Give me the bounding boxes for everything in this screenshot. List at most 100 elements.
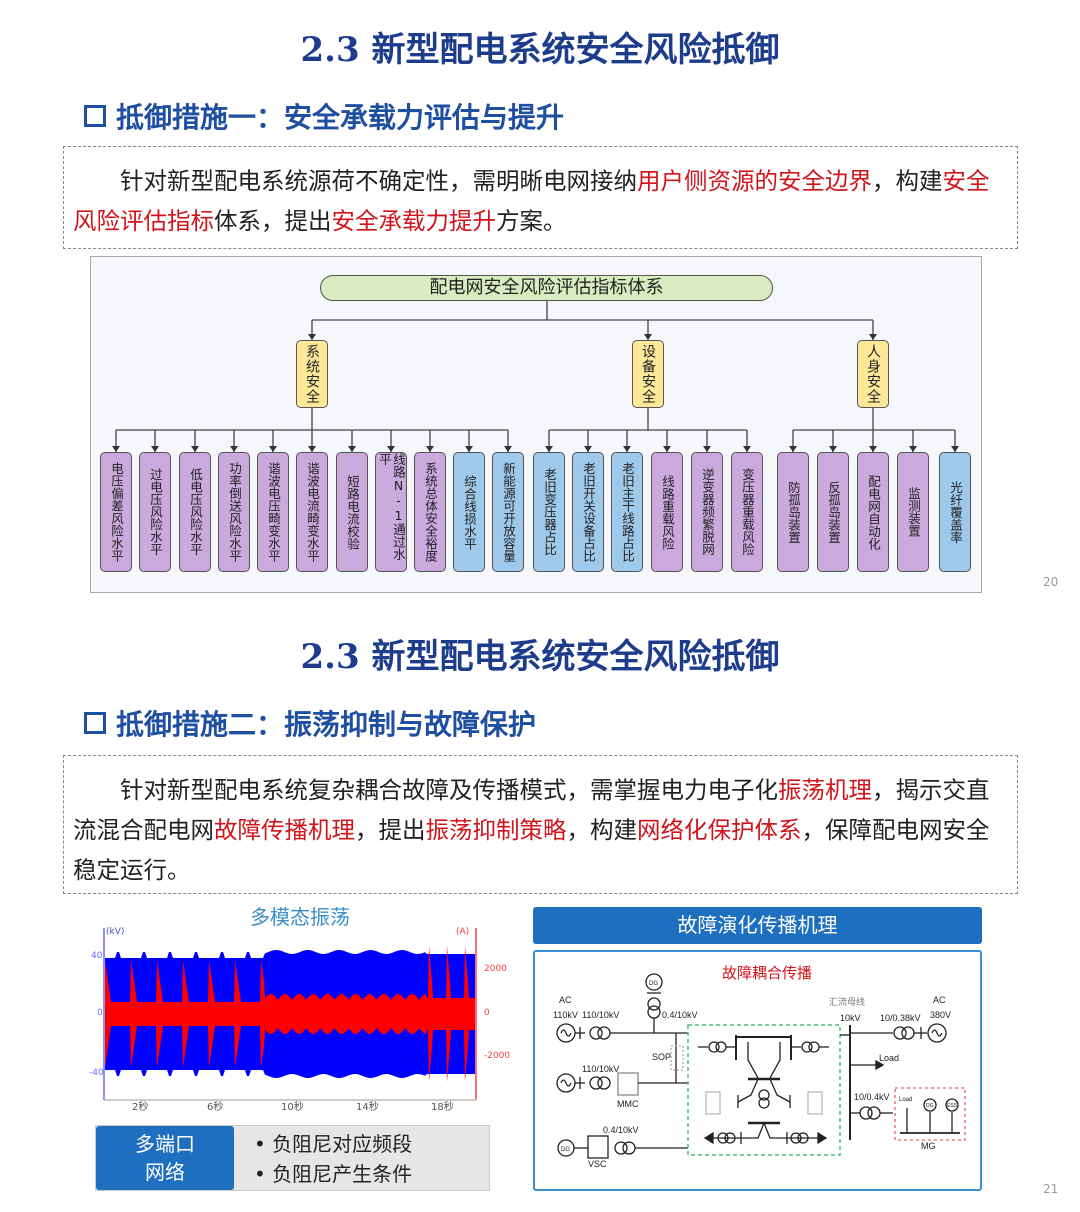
- arrow-icon: [703, 446, 711, 452]
- label: 110kV: [553, 1010, 578, 1020]
- slide1-subtitle: 抵御措施一：安全承载力评估与提升: [84, 96, 564, 136]
- indicator-node: 功率倒送风险水平: [218, 452, 250, 572]
- mmc-icon: [617, 1072, 639, 1096]
- category-node: 设备安全: [632, 340, 664, 408]
- indicator-node: 低电压风险水平: [179, 452, 211, 572]
- arrow-icon: [387, 446, 395, 452]
- waveform-title: 多模态振荡: [250, 905, 350, 929]
- arrow-icon: [869, 334, 877, 340]
- arrow-icon: [151, 446, 159, 452]
- tree-root: 配电网安全风险评估指标体系: [320, 275, 773, 301]
- arrow-icon: [584, 446, 592, 452]
- text: 针对新型配电系统源荷不确定性，需明晰电网接纳: [120, 167, 637, 195]
- indicator-node: 老旧开关设备占比: [572, 452, 604, 572]
- arrow-icon: [348, 446, 356, 452]
- arrow-icon: [644, 334, 652, 340]
- indicator-node: 谐波电压畸变水平: [257, 452, 289, 572]
- text: 体系，提出: [214, 207, 332, 235]
- label: MMC: [617, 1099, 639, 1109]
- label: 0.4/10kV: [603, 1125, 639, 1135]
- slide1-description: 针对新型配电系统源荷不确定性，需明晰电网接纳用户侧资源的安全边界，构建安全风险评…: [63, 146, 1018, 249]
- right-tick: -2000: [484, 1051, 510, 1061]
- sop-icon: [670, 1045, 684, 1071]
- indicator-node: 防孤岛装置: [777, 452, 809, 572]
- fault-propagation-diagram: 故障耦合传播 AC 110kV 110/10kV 0.4/10kV: [553, 964, 966, 1169]
- right-tick: 2000: [484, 964, 507, 974]
- indicator-node: 光纤覆盖率: [939, 452, 971, 572]
- label: SOP: [652, 1052, 671, 1062]
- label-line: 网络: [145, 1160, 185, 1184]
- indicator-node: 新能源可开放容量: [492, 452, 524, 572]
- page-number: 21: [1043, 1182, 1059, 1196]
- indicator-node: 反孤岛装置: [817, 452, 849, 572]
- category-node: 系统安全: [296, 340, 328, 408]
- indicator-node: 监测装置: [897, 452, 929, 572]
- slide2-description: 针对新型配电系统复杂耦合故障及传播模式，需掌握电力电子化振荡机理，揭示交直流混合…: [63, 755, 1018, 894]
- square-bullet-icon: [84, 105, 106, 127]
- arrow-icon: [269, 446, 277, 452]
- label: AC: [559, 995, 572, 1005]
- label: ESS: [947, 1103, 958, 1109]
- x-tick: 18秒: [431, 1100, 454, 1113]
- arrow-icon: [951, 446, 959, 452]
- x-tick: 2秒: [132, 1100, 148, 1113]
- right-tick: 0: [484, 1008, 490, 1018]
- indicator-node: 配电网自动化: [857, 452, 889, 572]
- label: 10/0.4kV: [854, 1092, 890, 1102]
- highlight: 安全承载力提升: [331, 207, 497, 235]
- label: 380V: [930, 1010, 951, 1020]
- arrow-icon: [308, 334, 316, 340]
- text: ，构建: [872, 167, 943, 195]
- indicator-node: 老旧变压器占比: [533, 452, 565, 572]
- oscillation-waveform: (kV) (A) 40 0 -40 2000 0 -2000 2秒 6秒 10秒…: [89, 927, 510, 1113]
- arrow-icon: [112, 446, 120, 452]
- bullet-item: • 负阻尼产生条件: [254, 1162, 413, 1186]
- diagram-title: 故障耦合传播: [722, 964, 812, 982]
- indicator-node: 短路电流校验: [336, 452, 368, 572]
- highlight: 振荡抑制策略: [425, 816, 567, 844]
- arrow-icon: [230, 446, 238, 452]
- highlight: 安全风险评估指标: [73, 167, 990, 235]
- arrow-icon: [545, 446, 553, 452]
- left-tick: 0: [97, 1008, 103, 1018]
- highlight: 故障传播机理: [214, 816, 355, 844]
- dc-zone: [687, 1024, 841, 1156]
- vsc-icon: [587, 1135, 609, 1159]
- bullet-item: • 负阻尼对应频段: [254, 1132, 413, 1156]
- category-node: 人身安全: [857, 340, 889, 408]
- text: ，保障配电网安全稳定运行。: [73, 816, 990, 884]
- subtitle-text: 抵御措施一：安全承载力评估与提升: [116, 101, 565, 134]
- text: 针对新型配电系统复杂耦合故障及传播模式，需掌握电力电子化: [120, 776, 778, 804]
- label: 110/10kV: [582, 1010, 619, 1020]
- arrow-icon: [869, 446, 877, 452]
- arrow-icon: [426, 446, 434, 452]
- label-line: 多端口: [135, 1132, 195, 1156]
- bullet-list: • 负阻尼对应频段 • 负阻尼产生条件: [254, 1129, 412, 1189]
- label: DG: [926, 1103, 934, 1109]
- label: DG: [649, 981, 658, 987]
- fault-panel-header: 故障演化传播机理: [533, 907, 982, 944]
- arrow-icon: [504, 446, 512, 452]
- label: AC: [933, 995, 946, 1005]
- arrow-icon: [663, 446, 671, 452]
- label: DG: [561, 1147, 570, 1153]
- arrow-icon: [789, 446, 797, 452]
- label: 0.4/10kV: [662, 1010, 698, 1020]
- arrow-icon: [829, 446, 837, 452]
- arrow-icon: [623, 446, 631, 452]
- label: Load: [899, 1097, 912, 1103]
- indicator-node: 综合线损水平: [453, 452, 485, 572]
- x-tick: 6秒: [207, 1100, 223, 1113]
- text: ，构建: [566, 816, 638, 844]
- label: VSC: [588, 1159, 607, 1169]
- label: 汇流母线: [829, 996, 865, 1007]
- arrow-icon: [743, 446, 751, 452]
- label: 110/10kV: [582, 1064, 619, 1074]
- subtitle-text: 抵御措施二：振荡抑制与故障保护: [116, 708, 537, 741]
- square-bullet-icon: [84, 712, 106, 734]
- x-tick: 10秒: [281, 1100, 304, 1113]
- indicator-node: 线路N-1通过水平: [375, 452, 407, 572]
- text: 方案。: [496, 207, 567, 235]
- label: MG: [921, 1141, 936, 1151]
- left-tick: -40: [89, 1068, 104, 1078]
